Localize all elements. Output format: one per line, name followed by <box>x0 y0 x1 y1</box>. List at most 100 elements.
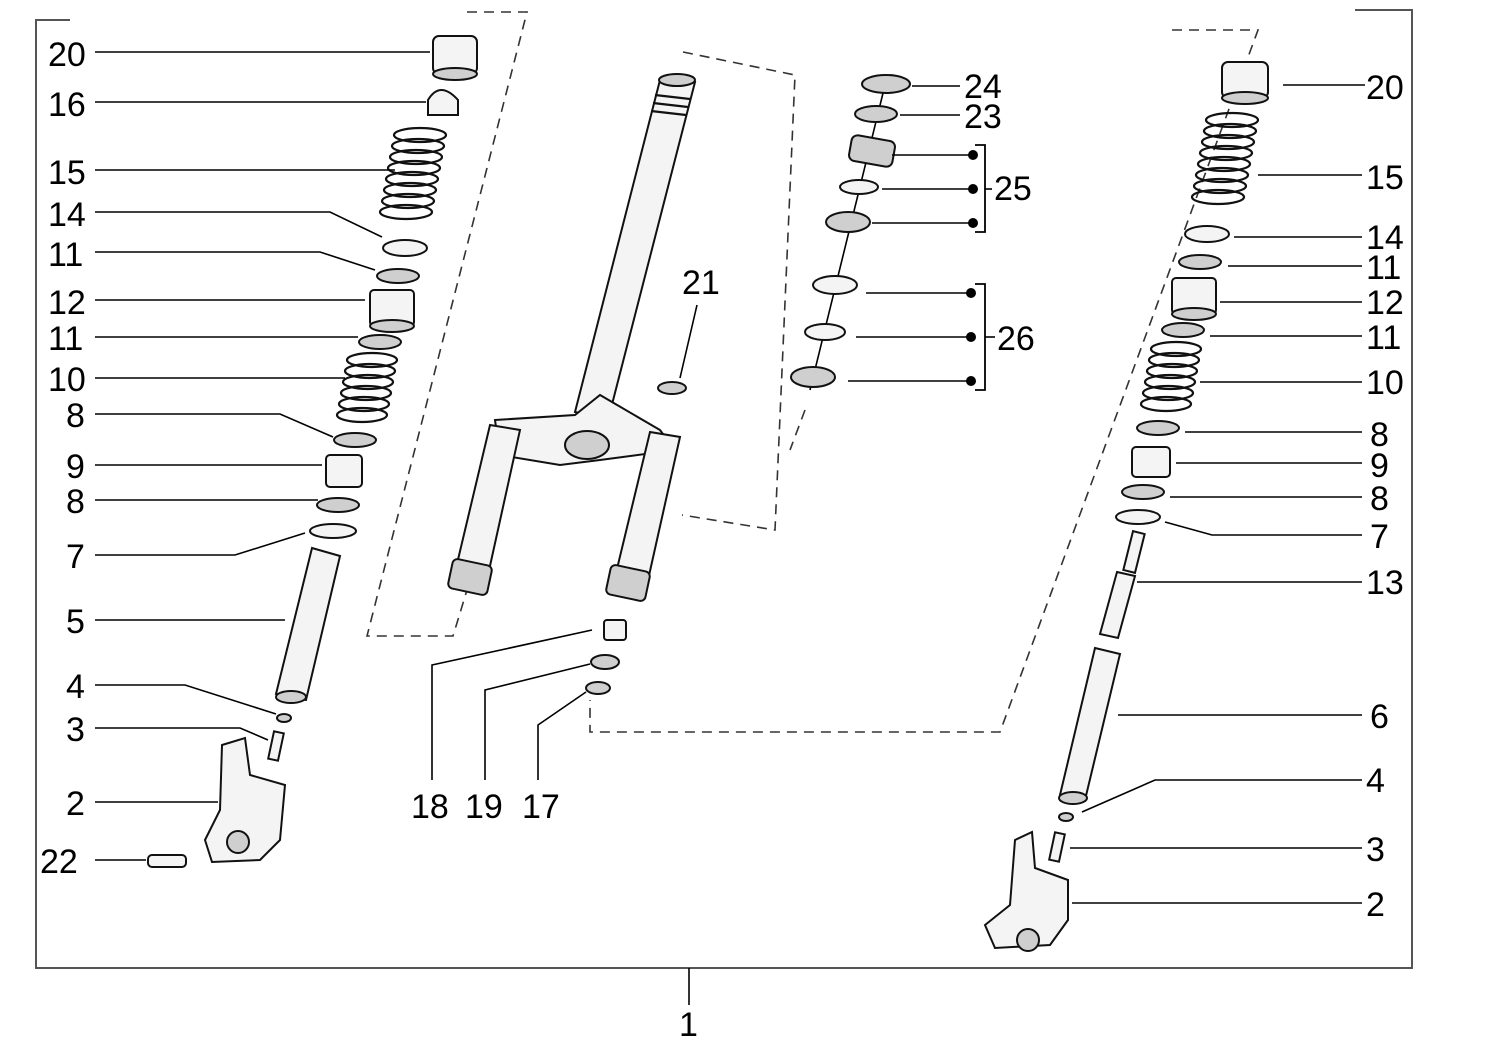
outer-tube-left <box>454 423 522 577</box>
steering-dash-link <box>789 409 806 451</box>
tube-6 <box>1058 646 1122 802</box>
ring-8b-left <box>316 497 360 513</box>
callout-right-11b: 11 <box>1366 319 1401 357</box>
callout-steer-26: 26 <box>997 320 1035 358</box>
callout-left-11a: 11 <box>48 236 83 274</box>
steering-stem <box>573 78 697 422</box>
steering-leaders <box>848 85 995 391</box>
callout-left-9: 9 <box>66 448 85 486</box>
seal-7-left <box>309 523 357 539</box>
callout-center-19: 19 <box>465 788 503 826</box>
callout-right-15: 15 <box>1366 159 1404 197</box>
bearing-26a <box>812 275 858 295</box>
outer-tube-left-foot <box>447 558 493 596</box>
callout-right-12: 12 <box>1366 284 1404 322</box>
callout-left-22: 22 <box>40 843 78 881</box>
bearing-cup-25c <box>825 211 871 233</box>
assembly-frame <box>35 9 1413 969</box>
bushing-12-left-base <box>369 319 415 333</box>
left-fork-parts <box>147 35 478 868</box>
callout-right-11a: 11 <box>1366 249 1401 287</box>
callout-right-2: 2 <box>1366 886 1385 924</box>
spring-15-left <box>378 126 448 221</box>
ring-11b-right <box>1161 322 1205 338</box>
right-leaders <box>1070 84 1365 904</box>
callout-left-10: 10 <box>48 361 86 399</box>
bolt-22 <box>147 854 187 868</box>
callout-left-5: 5 <box>66 603 85 641</box>
callout-right-8b: 8 <box>1370 480 1389 518</box>
callout-left-11b: 11 <box>48 320 83 358</box>
callout-left-16: 16 <box>48 86 86 124</box>
callout-steer-25: 25 <box>994 170 1032 208</box>
cap-20-right-base <box>1221 91 1269 105</box>
callout-left-14: 14 <box>48 196 86 234</box>
washer-4-left <box>276 713 292 723</box>
callout-left-20: 20 <box>48 36 86 74</box>
callout-right-20: 20 <box>1366 69 1404 107</box>
callout-right-7: 7 <box>1370 518 1389 556</box>
ring-11b-left <box>358 334 402 350</box>
center-stem-dash-group <box>681 51 796 531</box>
callout-right-9: 9 <box>1370 447 1389 485</box>
callout-center-17: 17 <box>522 788 560 826</box>
bearing-25b <box>839 179 879 195</box>
spring-10-left <box>335 351 399 424</box>
left-leaders <box>95 51 430 861</box>
tube-5-end <box>275 690 307 704</box>
callout-left-15: 15 <box>48 154 86 192</box>
washer-19 <box>590 654 620 670</box>
callout-right-6: 6 <box>1370 698 1389 736</box>
tube-6-end <box>1058 791 1088 805</box>
ring-23 <box>854 105 898 123</box>
screw-3-left <box>267 730 285 762</box>
ring-8a-left <box>333 432 377 448</box>
stem-thread <box>650 93 691 117</box>
outer-tube-right-foot <box>605 564 651 602</box>
locknut-24 <box>861 74 911 94</box>
bracket-2-left <box>203 736 287 864</box>
callout-steer-24: 24 <box>964 68 1002 106</box>
callout-left-7: 7 <box>66 538 85 576</box>
washer-14-left <box>382 239 428 257</box>
callout-1: 1 <box>679 1006 698 1044</box>
center-leaders <box>431 304 698 780</box>
ring-8b-right <box>1121 484 1165 500</box>
callout-right-3: 3 <box>1366 831 1385 869</box>
right-callouts: 20 15 14 11 12 11 10 8 9 8 7 13 6 4 3 2 <box>1366 69 1404 924</box>
bushing-12-right-base <box>1171 307 1217 321</box>
rod-13 <box>1098 570 1137 640</box>
callout-left-12: 12 <box>48 284 86 322</box>
right-fork-parts <box>983 61 1269 952</box>
right-fork-dash-group <box>589 29 1260 733</box>
seal-7-right <box>1115 509 1161 525</box>
steering-callouts: 24 23 25 26 <box>964 68 1035 358</box>
callout-right-13: 13 <box>1366 564 1404 602</box>
ring-11a-right <box>1178 254 1222 270</box>
washer-4-right <box>1058 812 1074 822</box>
callout-center-21: 21 <box>682 264 720 302</box>
bracket-2-right-hole <box>1016 928 1040 952</box>
callout-left-2: 2 <box>66 785 85 823</box>
callout-right-8a: 8 <box>1370 416 1389 454</box>
screw-3-right <box>1048 831 1066 863</box>
callout-left-4: 4 <box>66 668 85 706</box>
bump-stop-16 <box>427 89 459 116</box>
callout-steer-23: 23 <box>964 98 1002 136</box>
nut-17 <box>585 681 611 695</box>
steering-bearing-parts <box>790 74 911 391</box>
callout-left-8b: 8 <box>66 483 85 521</box>
bearing-race-25a <box>848 134 896 168</box>
callout-right-4: 4 <box>1366 762 1385 800</box>
bracket-2-left-hole <box>226 830 250 854</box>
steering-axis <box>809 84 886 391</box>
bearing-26c <box>790 366 836 388</box>
crown-boss <box>564 430 610 460</box>
bracket-2-right <box>983 830 1069 950</box>
left-fork-dash-group <box>365 11 529 637</box>
ring-8a-right <box>1136 420 1180 436</box>
bearing-26b <box>804 323 846 341</box>
tube-5 <box>274 546 342 702</box>
